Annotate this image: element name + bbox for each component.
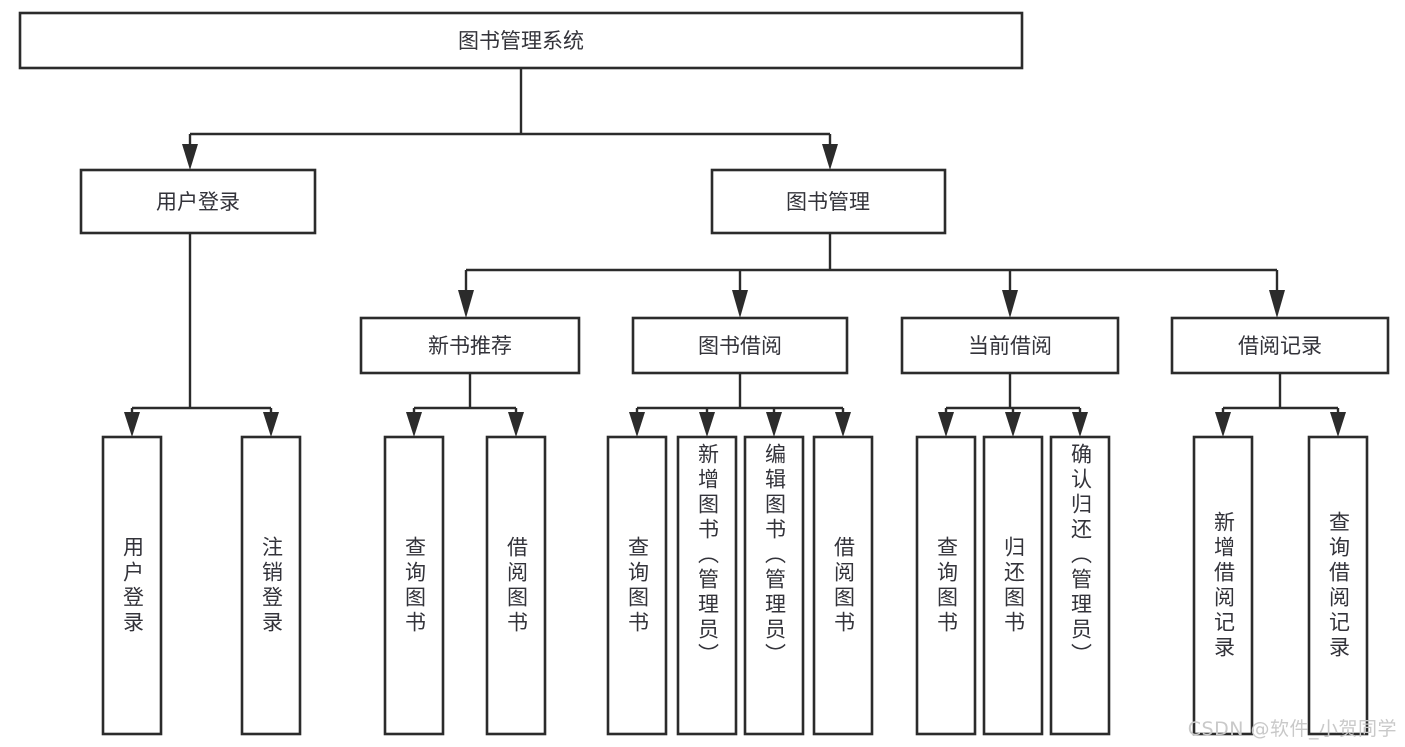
leaf-box-confirm-return[interactable] bbox=[1049, 435, 1111, 736]
arrow-head-current-borrow bbox=[1002, 290, 1018, 318]
node-root[interactable]: 图书管理系统 bbox=[18, 11, 1024, 70]
node-book-borrow-rect[interactable] bbox=[631, 316, 849, 375]
arrow-head-leaf-edit-book bbox=[766, 412, 782, 437]
arrow-head-leaf-confirm-return bbox=[1072, 412, 1088, 437]
node-borrow-record-rect[interactable] bbox=[1170, 316, 1390, 375]
arrow-head-leaf-add-record bbox=[1215, 412, 1231, 437]
leaf-box-query-book-1[interactable] bbox=[383, 435, 445, 736]
node-root-label: 图书管理系统 bbox=[458, 29, 584, 53]
arrow-head-new-book-rec bbox=[458, 290, 474, 318]
arrow-head-leaf-borrow-book-1 bbox=[508, 412, 524, 437]
leaf-box-query-record[interactable] bbox=[1307, 435, 1369, 736]
leaf-box-user-login[interactable] bbox=[101, 435, 163, 736]
node-book-borrow[interactable]: 图书借阅 bbox=[631, 316, 849, 375]
arrow-head-leaf-query-record bbox=[1330, 412, 1346, 437]
node-book-manage[interactable]: 图书管理 bbox=[710, 168, 947, 235]
arrow-head-user-login bbox=[182, 144, 198, 170]
leaf-box-add-book[interactable] bbox=[676, 435, 738, 736]
leaf-boxes-group bbox=[101, 435, 1369, 736]
arrow-head-leaf-query-book-2 bbox=[629, 412, 645, 437]
leaf-box-borrow-book-1[interactable] bbox=[485, 435, 547, 736]
csdn-watermark: CSDN @软件_小贺同学 bbox=[1187, 718, 1397, 740]
node-borrow-record-label: 借阅记录 bbox=[1238, 334, 1322, 358]
node-current-borrow-rect[interactable] bbox=[900, 316, 1120, 375]
connector-group-book-manage bbox=[458, 233, 1285, 318]
connector-group-new-book-rec bbox=[406, 373, 524, 437]
node-user-login-rect[interactable] bbox=[79, 168, 317, 235]
connector-group-root bbox=[182, 68, 838, 170]
arrow-head-leaf-logout bbox=[263, 412, 279, 437]
arrow-head-book-borrow bbox=[732, 290, 748, 318]
node-new-book-rec-label: 新书推荐 bbox=[428, 334, 512, 358]
arrow-head-leaf-query-book-1 bbox=[406, 412, 422, 437]
arrow-head-leaf-borrow-book-2 bbox=[835, 412, 851, 437]
connector-group-book-borrow bbox=[629, 373, 851, 437]
leaf-box-return-book[interactable] bbox=[982, 435, 1044, 736]
node-new-book-rec[interactable]: 新书推荐 bbox=[359, 316, 581, 375]
leaf-box-add-record[interactable] bbox=[1192, 435, 1254, 736]
arrow-head-leaf-query-book-3 bbox=[938, 412, 954, 437]
node-user-login-label: 用户登录 bbox=[156, 190, 240, 214]
node-new-book-rec-rect[interactable] bbox=[359, 316, 581, 375]
connector-group-user-login bbox=[124, 233, 279, 437]
leaf-box-query-book-3[interactable] bbox=[915, 435, 977, 736]
node-book-borrow-label: 图书借阅 bbox=[698, 334, 782, 358]
arrow-head-leaf-return-book bbox=[1005, 412, 1021, 437]
node-book-manage-label: 图书管理 bbox=[786, 190, 870, 214]
connector-group-borrow-record bbox=[1215, 373, 1346, 437]
leaf-box-borrow-book-2[interactable] bbox=[812, 435, 874, 736]
node-current-borrow[interactable]: 当前借阅 bbox=[900, 316, 1120, 375]
leaf-box-query-book-2[interactable] bbox=[606, 435, 668, 736]
arrow-head-book-manage bbox=[822, 144, 838, 170]
node-book-manage-rect[interactable] bbox=[710, 168, 947, 235]
node-borrow-record[interactable]: 借阅记录 bbox=[1170, 316, 1390, 375]
leaf-box-logout[interactable] bbox=[240, 435, 302, 736]
connector-group-current-borrow bbox=[938, 373, 1088, 437]
arrow-head-borrow-record bbox=[1269, 290, 1285, 318]
arrow-head-leaf-add-book bbox=[699, 412, 715, 437]
leaf-box-edit-book[interactable] bbox=[743, 435, 805, 736]
node-current-borrow-label: 当前借阅 bbox=[968, 334, 1052, 358]
node-root-rect[interactable] bbox=[18, 11, 1024, 70]
arrow-head-leaf-user-login bbox=[124, 412, 140, 437]
node-user-login[interactable]: 用户登录 bbox=[79, 168, 317, 235]
